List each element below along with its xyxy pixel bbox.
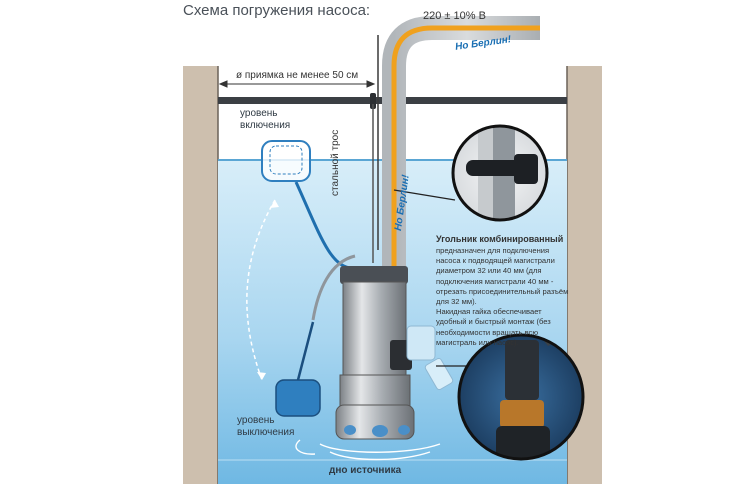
diagram-title: Схема погружения насоса:	[183, 2, 371, 19]
callout-line: диаметром 32 или 40 мм (для	[436, 266, 542, 276]
voltage-label: 220 ± 10% В	[423, 10, 486, 22]
combined-elbow-fitting	[406, 325, 454, 391]
float-switch-on	[261, 140, 311, 182]
zoom-detail-elbow	[436, 333, 585, 461]
switch-off-level-label: уровень выключения	[237, 415, 295, 438]
soil-left	[183, 66, 218, 484]
callout-line: магистраль или насос).	[436, 337, 519, 347]
float-switch-off	[275, 321, 321, 417]
submersible-pump	[335, 266, 415, 440]
callout-line: отрезать присоединительный разъём	[436, 286, 569, 296]
discharge-hose	[382, 16, 540, 350]
callout-title: Угольник комбинированный	[436, 234, 564, 244]
pit-width-dimension	[218, 80, 376, 88]
callout-line: Накидная гайка обеспечивает	[436, 307, 542, 317]
float-swing-arc	[246, 199, 276, 381]
callout-line: необходимости вращать всю	[436, 327, 539, 337]
source-bottom-label: дно источника	[329, 465, 402, 476]
callout-line: подключения магистрали 40 мм -	[436, 276, 554, 286]
callout-line: для 32 мм).	[436, 297, 477, 307]
callout-line: удобный и быстрый монтаж (без	[436, 317, 551, 327]
elbow-fitting-callout: Угольник комбинированный предназначен дл…	[436, 234, 576, 348]
water-swirl	[295, 439, 441, 461]
zoom-detail-clamp	[393, 124, 549, 222]
switch-on-level-label: уровень включения	[240, 108, 291, 131]
steel-cable-label: стальной трос	[330, 129, 341, 196]
callout-line: насоса к подводящей магистрали	[436, 256, 555, 266]
pit-width-label: ø приямка не менее 50 см	[236, 70, 359, 81]
callout-line: предназначен для подключения	[436, 246, 550, 255]
